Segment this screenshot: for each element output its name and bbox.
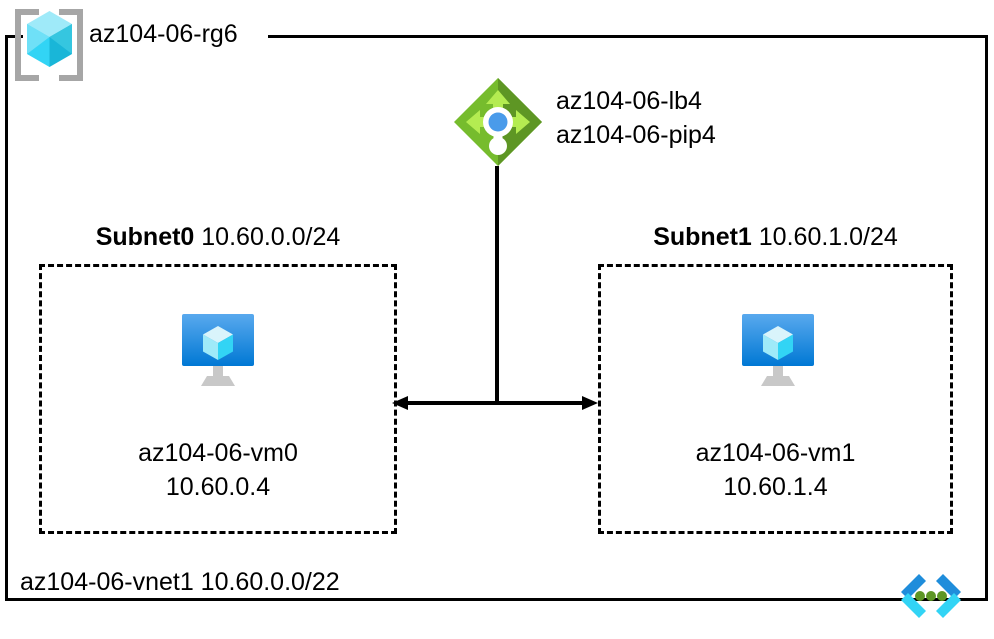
public-ip-name: az104-06-pip4 (556, 121, 716, 149)
subnet0-name: Subnet0 (95, 223, 202, 251)
virtual-machine-icon (182, 314, 254, 386)
subnet1-cidr: 10.60.1.0/24 (758, 223, 898, 251)
load-balancer-icon (454, 78, 542, 166)
load-balancer-name: az104-06-lb4 (556, 87, 702, 115)
subnet1-title: Subnet1 10.60.1.0/24 (598, 221, 953, 253)
vm0-name: az104-06-vm0 (138, 439, 298, 467)
subnet0-title: Subnet0 10.60.0.0/24 (39, 221, 397, 253)
subnet1-box (598, 264, 953, 534)
cube-icon (27, 11, 72, 67)
subnet0-box (39, 264, 397, 534)
vnet-border-top-right-segment (268, 35, 988, 38)
vm1-ip: 10.60.1.4 (723, 473, 828, 501)
vm0-labels: az104-06-vm0 10.60.0.4 (39, 436, 397, 504)
vnet-border-right (985, 35, 988, 601)
subnet-link-arrow (392, 396, 598, 410)
resource-group-icon (14, 5, 84, 81)
vm1-name: az104-06-vm1 (695, 439, 856, 467)
bracket-left-icon (15, 9, 39, 81)
bracket-right-icon (59, 9, 83, 81)
vnet-label: az104-06-vnet1 10.60.0.0/22 (20, 568, 340, 596)
vnet-border-top-left-segment (5, 35, 23, 38)
virtual-machine-icon (742, 314, 814, 386)
subnet1-name: Subnet1 (653, 223, 759, 251)
vm0-ip: 10.60.0.4 (165, 473, 271, 501)
vm1-labels: az104-06-vm1 10.60.1.4 (598, 436, 953, 504)
subnet0-cidr: 10.60.0.0/24 (201, 223, 341, 251)
virtual-network-icon (901, 574, 961, 618)
vnet-border-bottom (5, 598, 988, 601)
resource-group-label: az104-06-rg6 (89, 20, 238, 48)
load-balancer-labels: az104-06-lb4 az104-06-pip4 (556, 84, 716, 152)
load-balancer-connector-line (495, 166, 499, 404)
vnet-border-left (5, 35, 8, 601)
